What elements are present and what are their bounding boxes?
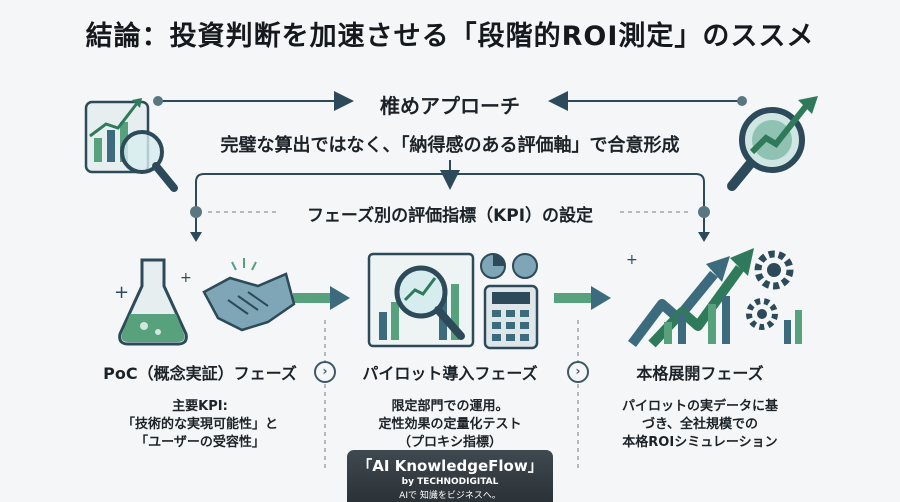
phase-arrow-1: [293, 286, 350, 310]
svg-text:+: +: [114, 282, 129, 303]
kpi-bracket-ends: [190, 206, 710, 242]
approach-connector-left: [153, 91, 354, 111]
dashed-guides: [208, 211, 692, 470]
phase-full-title: 本格展開フェーズ: [636, 364, 764, 383]
phase-pilot-line-1: 限定部門での運用。: [391, 399, 509, 414]
kpi-bracket: [195, 173, 705, 232]
chevron-right-circle-icon: ›: [314, 361, 336, 383]
phase-full-line-1: パイロットの実データに基: [621, 399, 778, 414]
phase-full-line-2: づき、全社規模での: [641, 417, 759, 432]
phase-pilot-description: 限定部門での運用。 定性効果の定量化テスト （プロキシ指標）: [320, 398, 580, 452]
phase-pilot-line-2: 定性効果の定量化テスト: [378, 417, 522, 432]
phase-poc-line-1: 主要KPI:: [172, 399, 228, 414]
page-title: 結論：投資判断を加速させる「段階的ROI測定」のススメ: [85, 21, 815, 52]
svg-text:+: +: [180, 270, 192, 286]
magnifier-growth-chart-icon-right: [727, 96, 818, 191]
approach-title: 椎めアプローチ: [380, 94, 520, 118]
chevron-right-circle-icon: ›: [567, 361, 589, 383]
phase-pilot-title: パイロット導入フェーズ: [362, 364, 538, 383]
growth-arrows-gears-icon: +: [626, 248, 802, 348]
brand-tagline: AIで 知識をビジネスへ。: [399, 491, 501, 501]
brand-by: by TECHNODIGITAL: [401, 477, 499, 487]
magnifier-growth-chart-icon: [84, 98, 178, 192]
phase-poc-description: 主要KPI: 「技術的な実現可能性」と 「ユーザーの受容性」: [70, 398, 330, 452]
phase-full-line-3: 本格ROIシミュレーション: [622, 435, 778, 450]
phase-full-description: パイロットの実データに基 づき、全社規模での 本格ROIシミュレーション: [570, 398, 830, 452]
phase-poc-title: PoC（概念実証）フェーズ: [103, 364, 297, 383]
phase-poc-line-2: 「技術的な実現可能性」と: [121, 417, 278, 432]
svg-text:+: +: [626, 252, 638, 268]
phase-arrow-2: [554, 286, 611, 310]
brand-badge: 「AI KnowledgeFlow」 by TECHNODIGITAL AIで …: [347, 450, 553, 502]
chart-magnifier-calculator-icon: [367, 252, 539, 350]
approach-description: 完璧な算出ではなく、「納得感のある評価軸」で合意形成: [220, 135, 680, 156]
phase-poc-line-3: 「ユーザーの受容性」: [135, 435, 265, 450]
kpi-setting-label: フェーズ別の評価指標（KPI）の設定: [306, 206, 594, 226]
flask-handshake-icon: + +: [114, 258, 296, 346]
approach-connector-right: [548, 91, 747, 111]
phase-pilot-line-3: （プロキシ指標）: [397, 435, 502, 450]
brand-name: 「AI KnowledgeFlow」: [357, 457, 543, 475]
